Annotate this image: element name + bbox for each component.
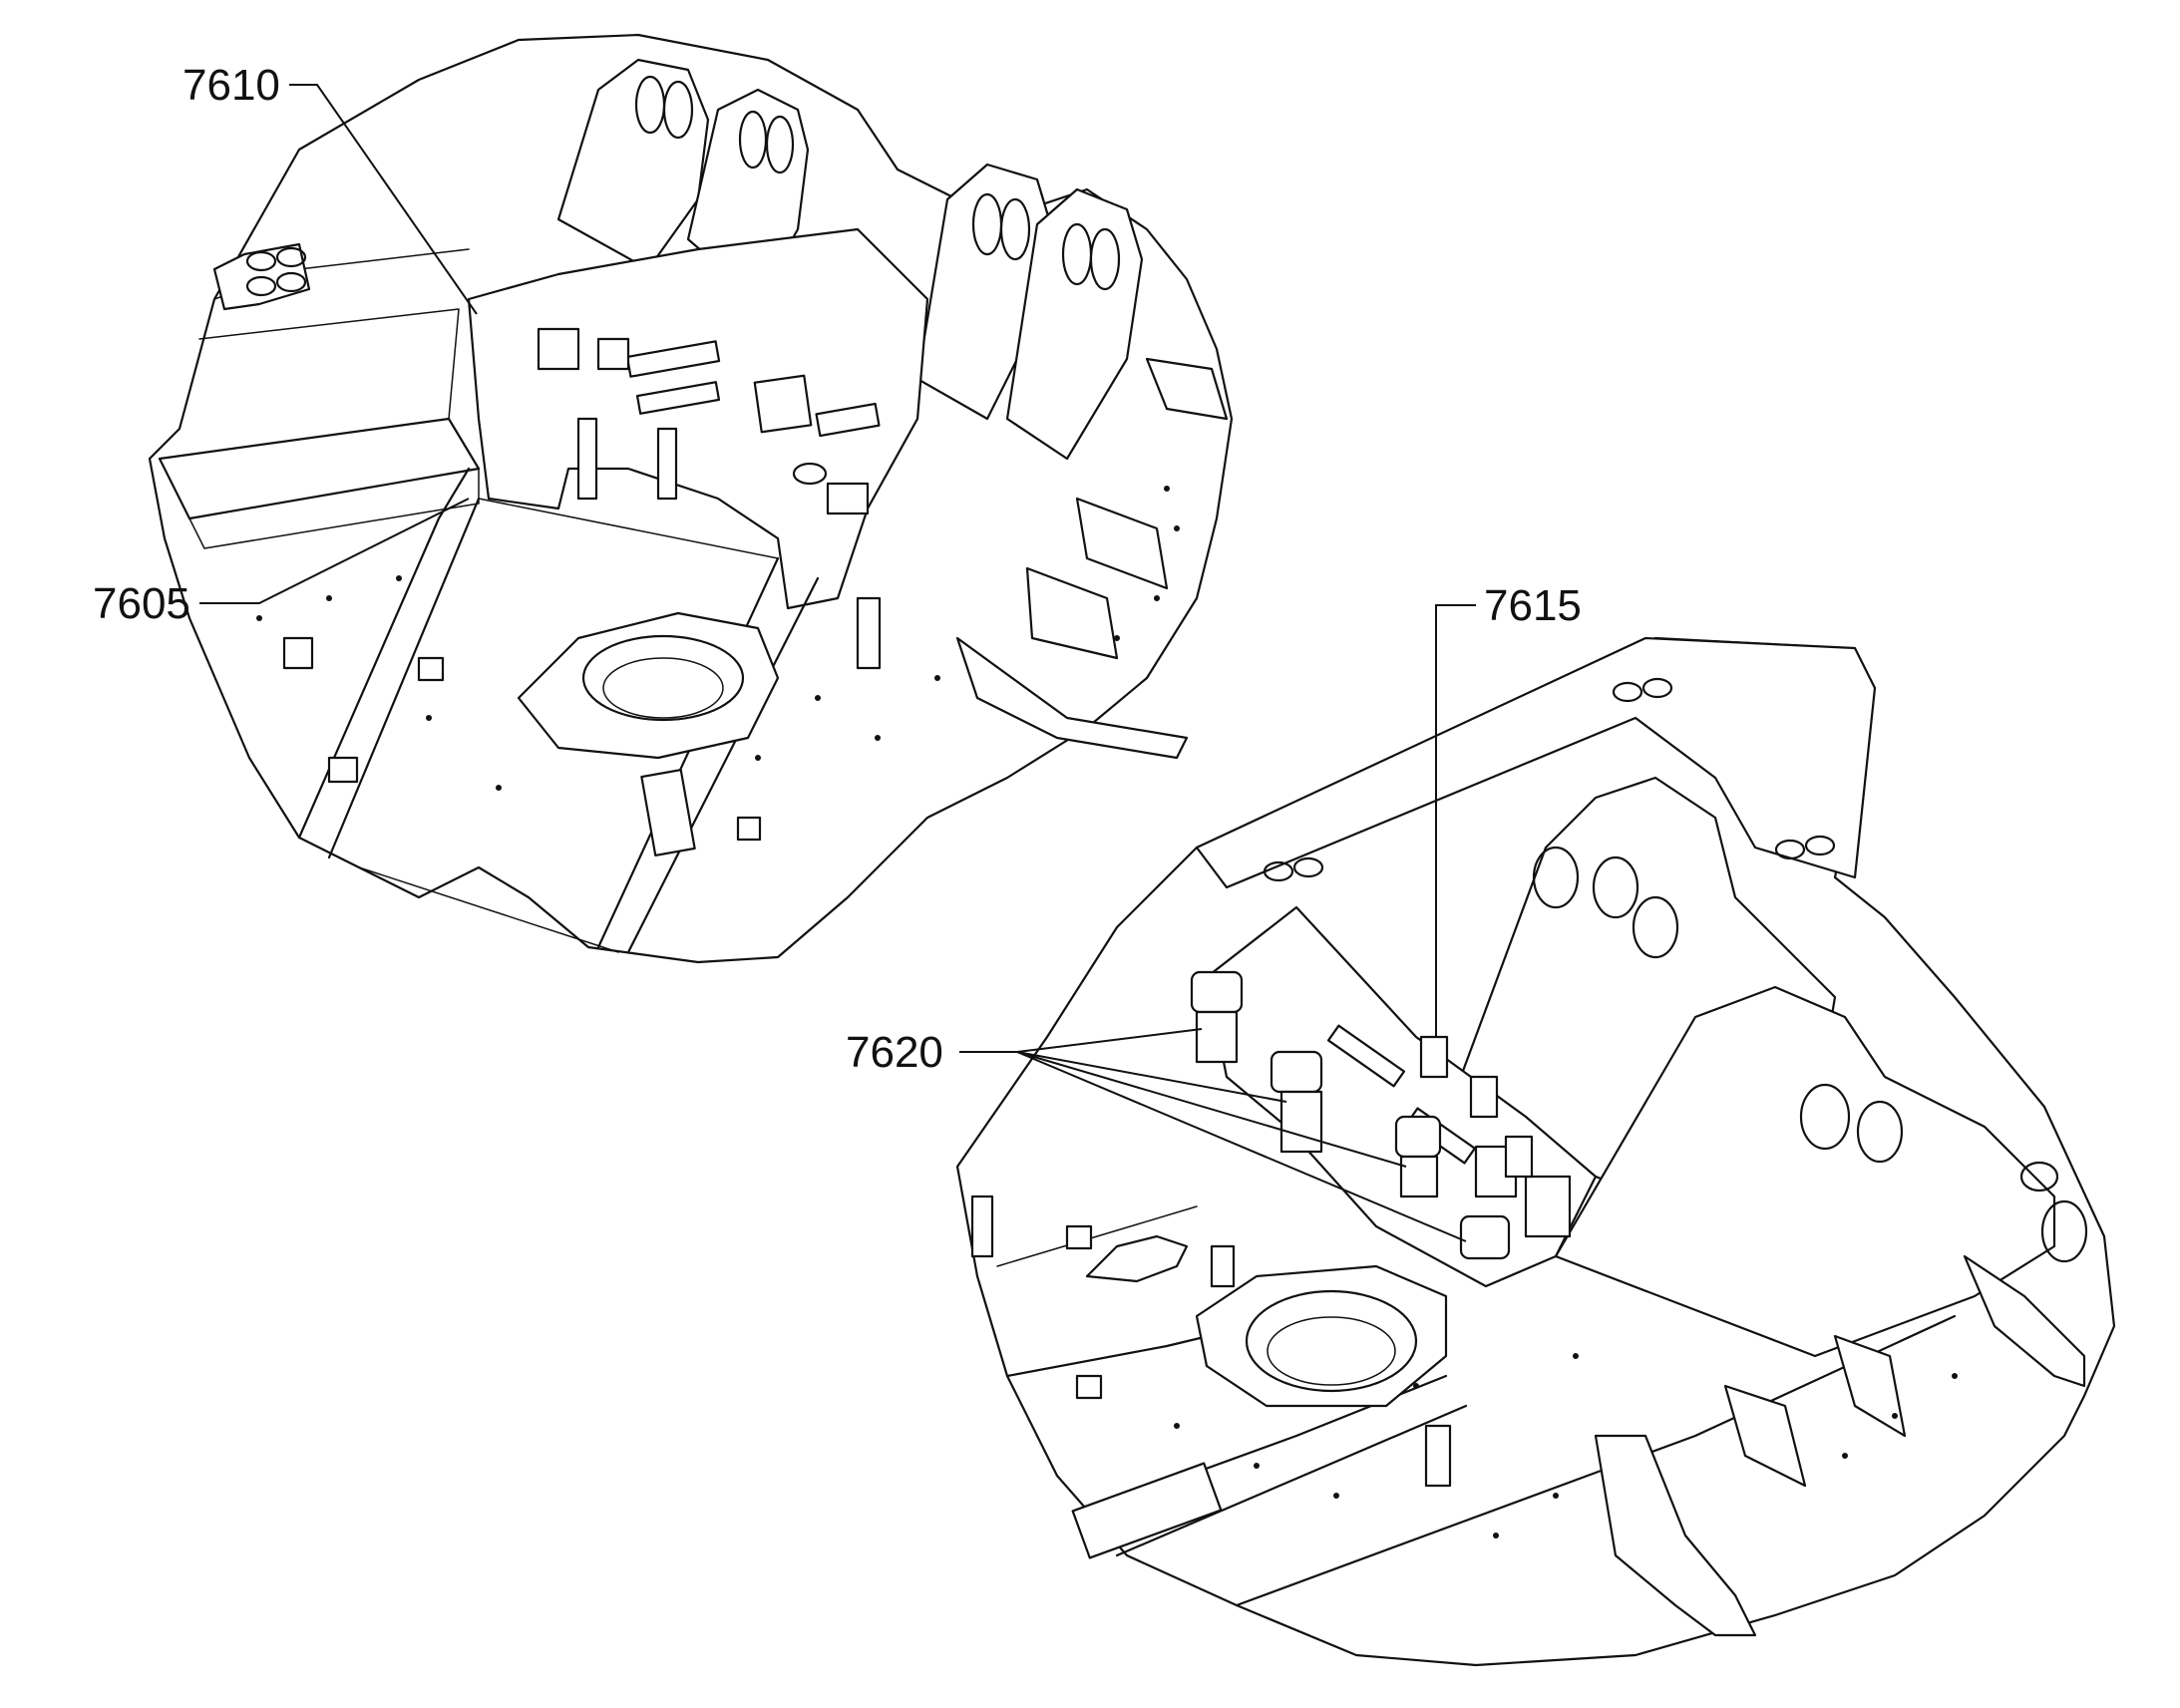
callout-7615: 7615 [1435, 581, 1582, 1037]
lower-frame-assembly [955, 636, 2116, 1667]
callout-label-7615: 7615 [1484, 581, 1582, 630]
upper-ring-bore [581, 634, 745, 722]
callout-7610: 7610 [182, 61, 478, 315]
lower-components [1190, 970, 1534, 1260]
upper-frame-assembly [148, 33, 1234, 964]
upper-bulkhead-plate [467, 227, 929, 610]
leader-7620-d [1016, 1051, 1467, 1242]
upper-slewing-ring [517, 611, 780, 760]
callout-label-7610: 7610 [182, 61, 280, 110]
callout-label-7605: 7605 [93, 579, 190, 628]
callout-7620: 7620 [846, 1028, 1467, 1242]
lower-boom-lugs [1444, 776, 2088, 1358]
lower-ring-bore [1245, 1289, 1418, 1393]
callout-label-7620: 7620 [846, 1028, 943, 1077]
bolt-holes [256, 486, 1958, 1538]
leader-7615 [1435, 604, 1476, 1037]
lower-rear-block [1195, 636, 1877, 889]
leader-7620-b [1016, 1051, 1287, 1103]
leader-7610 [289, 84, 478, 315]
leader-7620-c [1016, 1051, 1407, 1168]
leader-7605 [199, 498, 470, 604]
callout-7605: 7605 [93, 498, 470, 628]
